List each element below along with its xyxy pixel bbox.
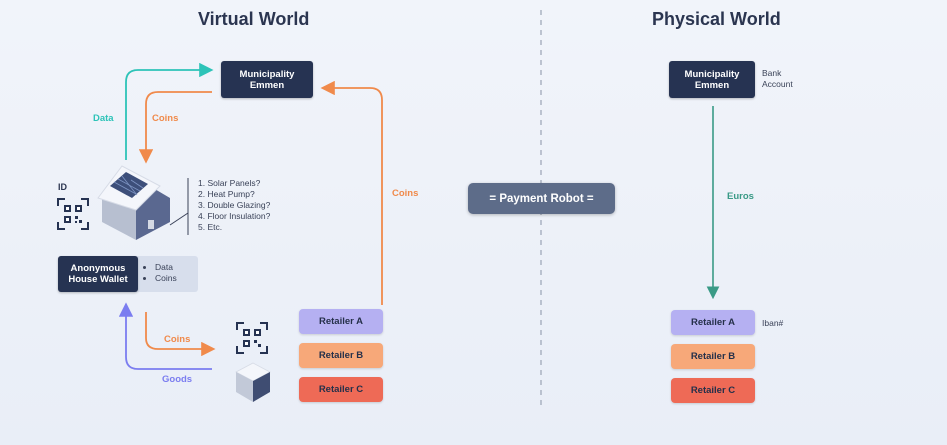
qr-code-icon <box>236 322 268 354</box>
physical-retailer-c: Retailer C <box>671 378 755 403</box>
question-item: 3. Double Glazing? <box>198 200 271 210</box>
wallet-item-coins: Coins <box>155 273 177 284</box>
data-label: Data <box>93 113 114 124</box>
physical-retailer-a: Retailer A <box>671 310 755 335</box>
question-item: 5. Etc. <box>198 222 223 232</box>
question-item: 2. Heat Pump? <box>198 189 255 199</box>
physical-retailer-b: Retailer B <box>671 344 755 369</box>
wallet-items: Data Coins <box>146 262 177 284</box>
bank-account-label: Bank Account <box>762 68 793 89</box>
virtual-retailer-c: Retailer C <box>299 377 383 402</box>
virtual-retailer-b: Retailer B <box>299 343 383 368</box>
wallet-item-data: Data <box>155 262 177 273</box>
goods-label: Goods <box>162 374 193 385</box>
house-icon <box>97 165 170 240</box>
virtual-retailer-a: Retailer A <box>299 309 383 334</box>
coins-right-label: Coins <box>392 188 419 199</box>
coins-top-label: Coins <box>152 113 179 124</box>
goods-arrow <box>118 302 212 370</box>
id-label: ID <box>58 182 67 192</box>
coins-bottom-label: Coins <box>164 334 191 345</box>
question-item: 4. Floor Insulation? <box>198 211 271 221</box>
virtual-municipality-box: Municipality Emmen <box>221 61 313 98</box>
box-icon <box>235 362 271 402</box>
wallet-title-box: Anonymous House Wallet <box>58 256 138 292</box>
iban-label: Iban# <box>762 318 784 328</box>
questions-list: 1. Solar Panels? 2. Heat Pump? 3. Double… <box>198 178 270 233</box>
physical-municipality-box: Municipality Emmen <box>669 61 755 98</box>
virtual-municipality-label: Municipality Emmen <box>239 68 295 91</box>
wallet-title: Anonymous House Wallet <box>68 263 128 285</box>
question-item: 1. Solar Panels? <box>198 178 261 188</box>
coins-top-arrow <box>138 91 212 164</box>
coins-right-arrow <box>320 80 383 305</box>
coins-bottom-arrow <box>145 312 216 357</box>
physical-municipality-label: Municipality Emmen <box>684 68 740 91</box>
euros-label: Euros <box>727 191 754 202</box>
qr-code-icon <box>57 198 89 230</box>
data-arrow <box>125 62 214 160</box>
physical-world-title: Physical World <box>652 9 781 29</box>
payment-robot-box: = Payment Robot = <box>468 183 615 214</box>
virtual-world-title: Virtual World <box>198 9 310 29</box>
